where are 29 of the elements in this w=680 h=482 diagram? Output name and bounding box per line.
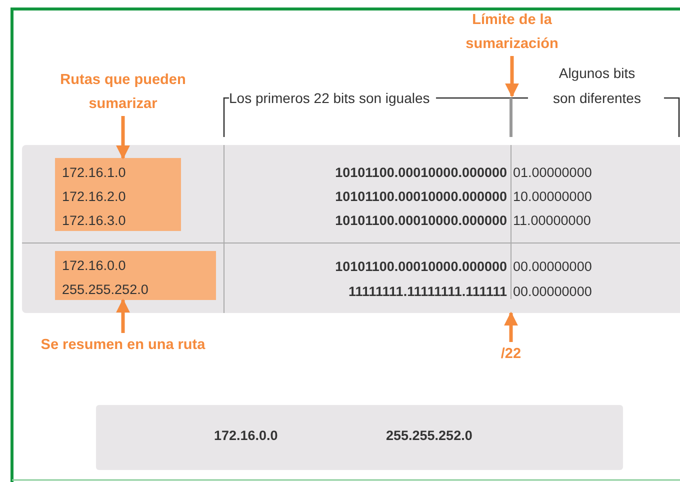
binary-address: 00.00000000 — [513, 258, 592, 276]
highlight-box — [55, 158, 181, 231]
ip-address: 255.255.252.0 — [386, 428, 472, 443]
annotation-text: Rutas que pueden sumarizar — [59, 71, 187, 114]
arrow — [505, 56, 519, 98]
arrow — [504, 312, 518, 342]
binary-address: 10.00000000 — [513, 188, 592, 206]
binary-address: 10101100.00010000.000000 — [335, 164, 507, 182]
table-panel — [22, 145, 680, 313]
annotation-text: Se resumen en una ruta — [40, 336, 206, 355]
arrow — [116, 298, 130, 333]
binary-address: 11111111.11111111.111111 — [348, 283, 507, 301]
arrow — [116, 116, 130, 160]
binary-address: 01.00000000 — [513, 164, 592, 182]
binary-address: 10101100.00010000.000000 — [335, 212, 507, 230]
ip-address: 172.16.0.0 — [214, 428, 278, 443]
ip-address: 172.16.2.0 — [62, 188, 126, 206]
ip-address: 172.16.0.0 — [62, 257, 126, 275]
ip-address: 172.16.3.0 — [62, 212, 126, 230]
binary-address: 10101100.00010000.000000 — [335, 258, 507, 276]
highlight-box — [55, 251, 216, 300]
ip-address: 255.255.252.0 — [62, 281, 148, 299]
binary-address: 00.00000000 — [513, 283, 592, 301]
binary-address: 11.00000000 — [513, 212, 591, 230]
summary-route-box — [96, 405, 623, 470]
annotation-text: /22 — [500, 345, 522, 364]
binary-address: 10101100.00010000.000000 — [335, 188, 507, 206]
annotation-text: Límite de la sumarización — [464, 11, 560, 54]
ip-address: 172.16.1.0 — [62, 164, 126, 182]
